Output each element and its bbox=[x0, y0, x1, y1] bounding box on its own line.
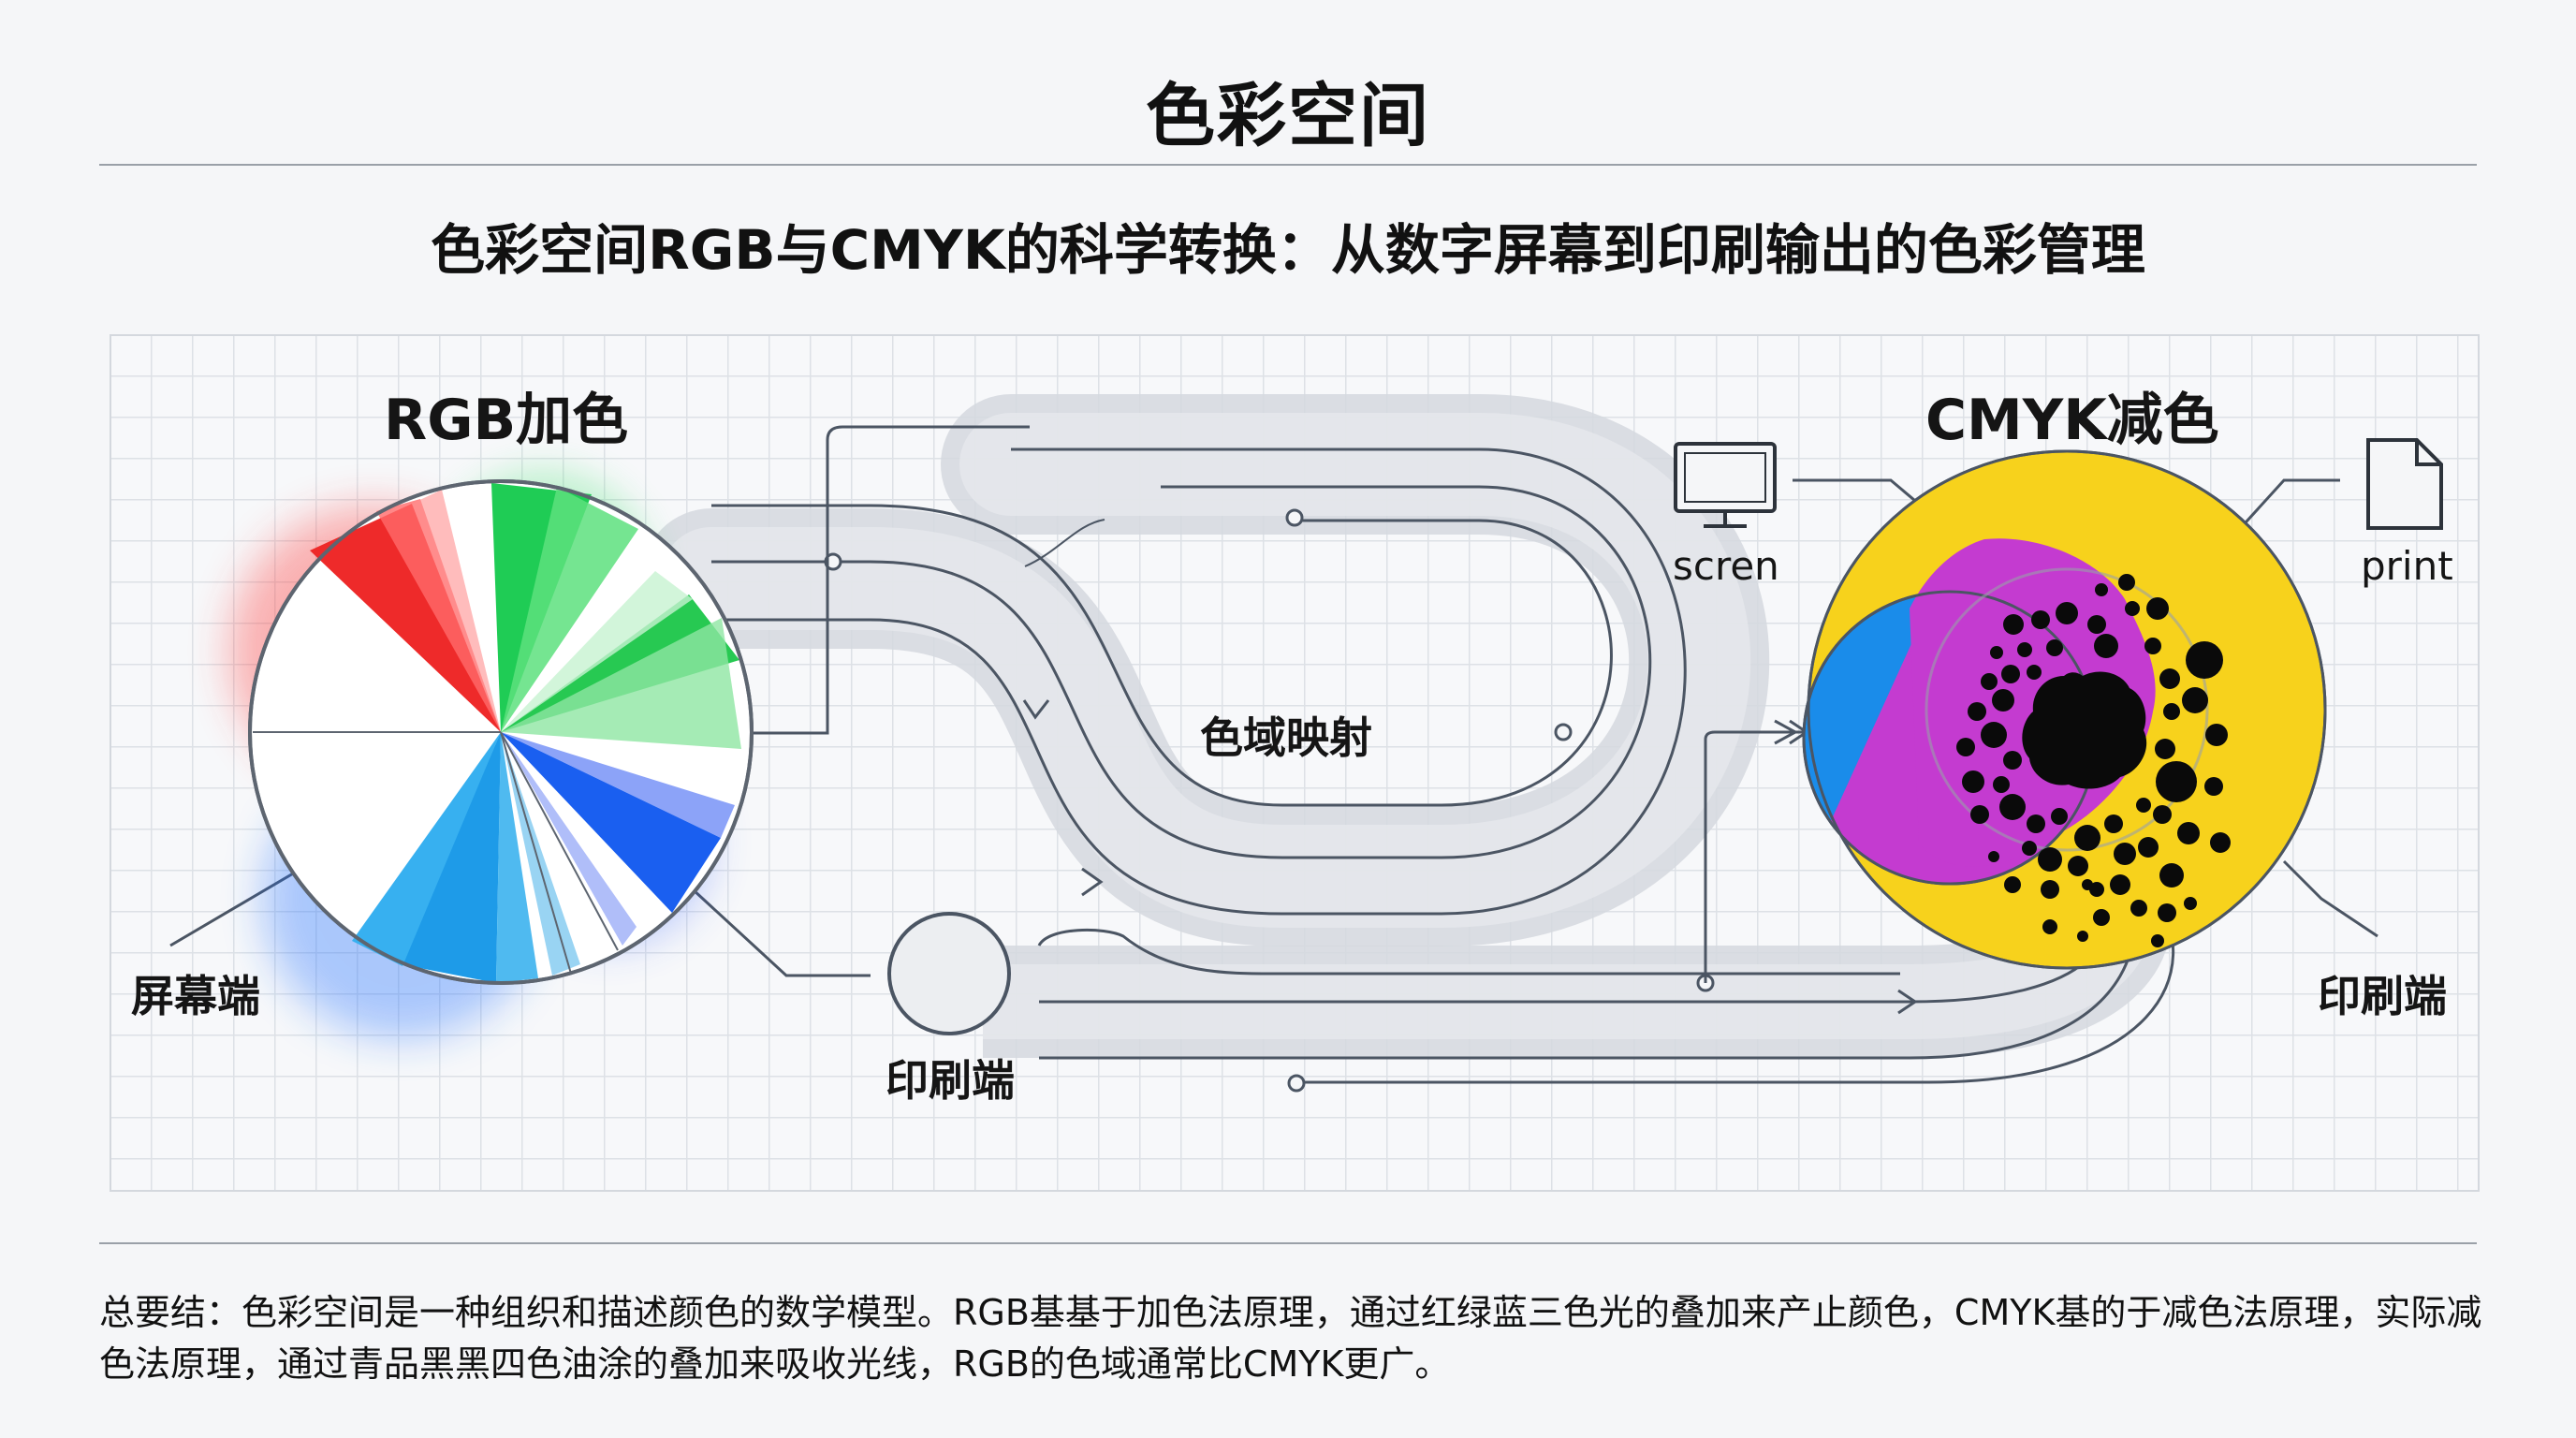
page-title: 色彩空间 bbox=[1146, 76, 1430, 156]
print-end-label-center: 印刷端 bbox=[886, 1055, 1015, 1106]
rgb-label: RGB加色 bbox=[384, 388, 629, 453]
green-wedges bbox=[491, 483, 741, 749]
page-subtitle: 色彩空间RGB与CMYK的科学转换：从数字屏幕到印刷输出的色彩管理 bbox=[431, 218, 2145, 282]
screen-icon-label: scren bbox=[1673, 543, 1779, 589]
halftone-dots bbox=[1956, 574, 2231, 947]
print-icon-label: print bbox=[2361, 543, 2453, 589]
monitor-icon bbox=[1674, 442, 1777, 528]
print-end-label-right: 印刷端 bbox=[2318, 971, 2447, 1021]
gamut-mapping-label: 色域映射 bbox=[1200, 712, 1372, 763]
track-arrows bbox=[1022, 699, 1918, 1015]
screen-end-label: 屏幕端 bbox=[131, 971, 260, 1021]
title-divider bbox=[99, 164, 2477, 166]
black-ink-blob bbox=[2022, 671, 2147, 789]
document-icon bbox=[2366, 438, 2443, 530]
rgb-additive-wheel bbox=[229, 468, 754, 1039]
blue-wedges bbox=[352, 732, 735, 983]
cmyk-subtractive-circles bbox=[1802, 449, 2327, 970]
summary-text: 总要结：色彩空间是一种组织和描述颜色的数学模型。RGB基基于加色法原理，通过红绿… bbox=[99, 1292, 2482, 1385]
red-wedges bbox=[310, 490, 501, 732]
summary-divider bbox=[99, 1242, 2477, 1244]
cmyk-label: CMYK减色 bbox=[1925, 388, 2219, 453]
print-end-circle bbox=[887, 912, 1011, 1035]
